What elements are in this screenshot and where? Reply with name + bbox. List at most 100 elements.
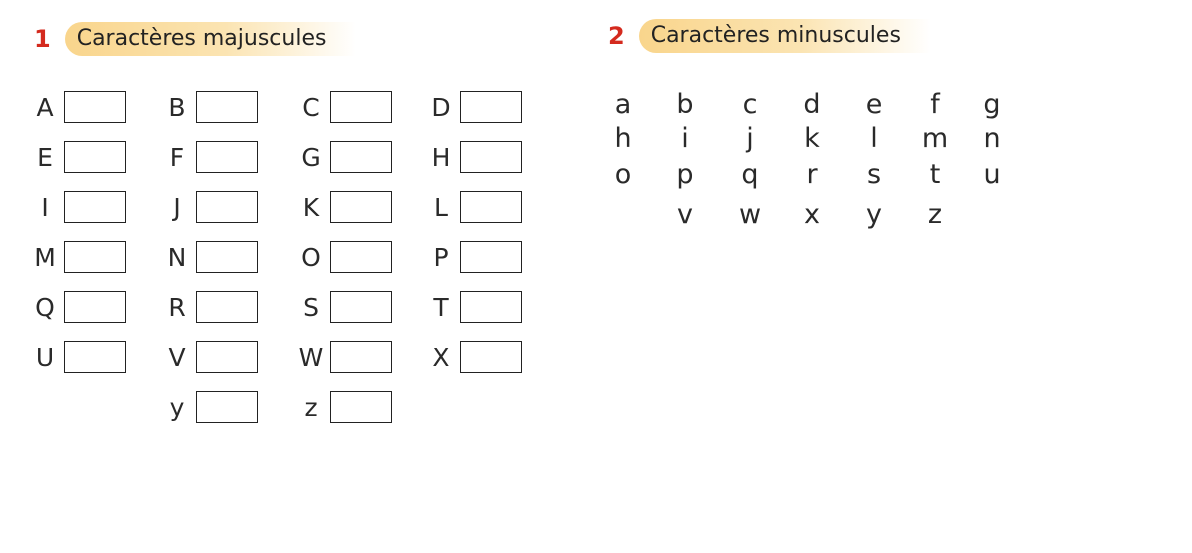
lowercase-letter: c xyxy=(742,89,758,120)
uppercase-letter: H xyxy=(431,142,451,172)
uppercase-letter: G xyxy=(301,142,321,172)
uppercase-cell: M xyxy=(30,239,126,275)
answer-box[interactable] xyxy=(64,141,126,173)
lowercase-letter: d xyxy=(803,89,821,120)
uppercase-cell: z xyxy=(296,389,392,425)
answer-box[interactable] xyxy=(460,91,522,123)
answer-box[interactable] xyxy=(196,141,258,173)
uppercase-cell: E xyxy=(30,139,126,175)
uppercase-cell: U xyxy=(30,339,126,375)
section-1-header: 1 Caractères majuscules xyxy=(34,20,357,58)
lowercase-letter: z xyxy=(927,199,943,230)
uppercase-cell: y xyxy=(162,389,258,425)
lowercase-letter: k xyxy=(804,123,820,154)
lowercase-letter: h xyxy=(614,123,632,154)
uppercase-letter: T xyxy=(433,292,449,322)
uppercase-cell: W xyxy=(296,339,392,375)
uppercase-cell: C xyxy=(296,89,392,125)
answer-box[interactable] xyxy=(460,241,522,273)
answer-box[interactable] xyxy=(64,241,126,273)
uppercase-cell: B xyxy=(162,89,258,125)
section-2-number: 2 xyxy=(608,22,625,50)
lowercase-letter: w xyxy=(738,199,762,230)
answer-box[interactable] xyxy=(330,241,392,273)
answer-box[interactable] xyxy=(196,91,258,123)
answer-box[interactable] xyxy=(460,191,522,223)
uppercase-cell: D xyxy=(426,89,522,125)
answer-box[interactable] xyxy=(64,291,126,323)
lowercase-letter: l xyxy=(870,123,878,154)
uppercase-letter: C xyxy=(302,92,320,122)
uppercase-letter: M xyxy=(34,242,56,272)
uppercase-letter: O xyxy=(301,242,321,272)
section-1-title: Caractères majuscules xyxy=(64,22,357,56)
uppercase-letter: K xyxy=(302,192,320,222)
uppercase-letter: Q xyxy=(35,292,55,322)
answer-box[interactable] xyxy=(460,141,522,173)
uppercase-cell: T xyxy=(426,289,522,325)
uppercase-letter: A xyxy=(36,92,54,122)
lowercase-letter: b xyxy=(676,89,694,120)
lowercase-letter: j xyxy=(746,123,754,154)
uppercase-letter: F xyxy=(169,142,185,172)
answer-box[interactable] xyxy=(64,191,126,223)
lowercase-letter: f xyxy=(930,89,940,120)
lowercase-letter: o xyxy=(614,159,632,190)
uppercase-letter: J xyxy=(173,192,181,222)
lowercase-letter: p xyxy=(676,159,694,190)
answer-box[interactable] xyxy=(64,91,126,123)
uppercase-letter: I xyxy=(41,192,49,222)
section-1-number: 1 xyxy=(34,25,51,53)
uppercase-cell: N xyxy=(162,239,258,275)
lowercase-letter: x xyxy=(804,199,820,230)
uppercase-letter: E xyxy=(37,142,53,172)
answer-box[interactable] xyxy=(196,291,258,323)
answer-box[interactable] xyxy=(330,391,392,423)
lowercase-letter: g xyxy=(983,89,1001,120)
answer-box[interactable] xyxy=(330,291,392,323)
uppercase-cell: O xyxy=(296,239,392,275)
answer-box[interactable] xyxy=(330,91,392,123)
answer-box[interactable] xyxy=(196,191,258,223)
uppercase-cell: G xyxy=(296,139,392,175)
section-2-title: Caractères minuscules xyxy=(638,19,931,53)
lowercase-letter: e xyxy=(865,89,883,120)
lowercase-letter: i xyxy=(681,123,689,154)
answer-box[interactable] xyxy=(330,191,392,223)
answer-box[interactable] xyxy=(460,291,522,323)
uppercase-cell: F xyxy=(162,139,258,175)
lowercase-letter: v xyxy=(677,199,693,230)
lowercase-letter: a xyxy=(614,89,632,120)
lowercase-letter: m xyxy=(921,123,949,154)
uppercase-letter: y xyxy=(169,392,185,422)
uppercase-letter: D xyxy=(431,92,451,122)
section-2-header: 2 Caractères minuscules xyxy=(608,17,931,55)
uppercase-letter: R xyxy=(168,292,186,322)
uppercase-cell: X xyxy=(426,339,522,375)
lowercase-letter: r xyxy=(806,159,818,190)
answer-box[interactable] xyxy=(196,241,258,273)
uppercase-cell: R xyxy=(162,289,258,325)
uppercase-cell: P xyxy=(426,239,522,275)
uppercase-cell: A xyxy=(30,89,126,125)
uppercase-cell: J xyxy=(162,189,258,225)
uppercase-cell: L xyxy=(426,189,522,225)
answer-box[interactable] xyxy=(330,141,392,173)
uppercase-letter: X xyxy=(432,342,450,372)
answer-box[interactable] xyxy=(196,391,258,423)
answer-box[interactable] xyxy=(460,341,522,373)
lowercase-letter: u xyxy=(983,159,1001,190)
uppercase-letter: S xyxy=(303,292,319,322)
lowercase-letter: n xyxy=(983,123,1001,154)
uppercase-letter: P xyxy=(433,242,449,272)
uppercase-cell: S xyxy=(296,289,392,325)
answer-box[interactable] xyxy=(64,341,126,373)
uppercase-cell: I xyxy=(30,189,126,225)
uppercase-cell: Q xyxy=(30,289,126,325)
uppercase-letter: U xyxy=(35,342,55,372)
uppercase-cell: H xyxy=(426,139,522,175)
answer-box[interactable] xyxy=(330,341,392,373)
answer-box[interactable] xyxy=(196,341,258,373)
uppercase-letter: V xyxy=(168,342,186,372)
lowercase-letter: y xyxy=(866,199,882,230)
